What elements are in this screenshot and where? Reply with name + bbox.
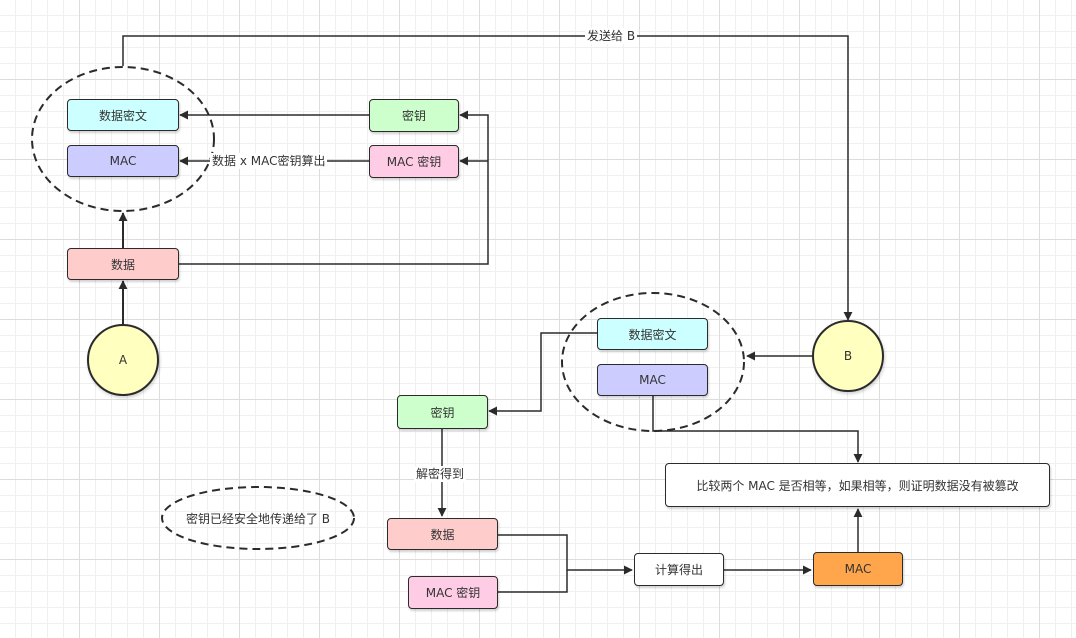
- edge-send-to-b: [122, 35, 853, 321]
- sender-bundle-ellipse: [31, 66, 215, 212]
- compute-node: 计算得出: [634, 553, 724, 586]
- sender-data-node: 数据: [67, 248, 179, 280]
- sender-mac-key-node: MAC 密钥: [369, 145, 459, 178]
- receiver-key-node: 密钥: [397, 395, 488, 429]
- edge-label-mac-compute: 数据 x MAC密钥算出: [210, 153, 328, 169]
- receiver-cipher-text-node: 数据密文: [597, 318, 708, 350]
- receiver-mac-result-node: MAC: [813, 552, 903, 586]
- edge-mackey-to-compute: [498, 570, 568, 593]
- edge-label-decrypt: 解密得到: [414, 466, 467, 482]
- sender-cipher-text-node: 数据密文: [67, 99, 179, 131]
- person-a-node: A: [87, 324, 159, 396]
- receiver-data-node: 数据: [387, 518, 498, 550]
- receiver-bundle-ellipse: [561, 292, 745, 432]
- sender-mac-node: MAC: [67, 145, 179, 177]
- receiver-mac-key-node: MAC 密钥: [408, 576, 498, 609]
- note-ellipse: [161, 486, 355, 550]
- edge-data-to-key: [179, 110, 489, 265]
- edge-cipher-to-key: [488, 332, 597, 416]
- edge-data-to-compute: [498, 534, 633, 575]
- person-b-node: B: [812, 320, 884, 392]
- receiver-mac-node: MAC: [597, 364, 708, 396]
- sender-key-node: 密钥: [369, 99, 459, 132]
- note-text: 密钥已经安全地传递给了 B: [185, 511, 331, 526]
- compare-node: 比较两个 MAC 是否相等，如果相等，则证明数据没有被篡改: [665, 463, 1050, 507]
- edge-label-send-to-b: 发送给 B: [585, 28, 638, 44]
- edge-mac-to-compare: [652, 395, 863, 463]
